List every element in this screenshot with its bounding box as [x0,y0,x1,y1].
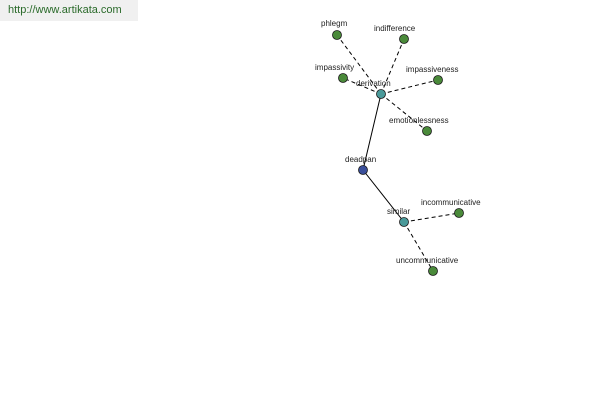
relation-node-icon[interactable] [399,217,409,227]
node-label-uncommunicative[interactable]: uncommunicative [396,256,459,265]
edge-derivation-indifference [380,38,405,95]
edge-similar-incommunicative [403,212,460,223]
graph-edges [336,34,460,272]
node-label-emotionlessness[interactable]: emotionlessness [389,116,449,125]
word-node-icon[interactable] [454,208,464,218]
node-emotionlessness[interactable]: emotionlessness [389,116,449,136]
node-impassivity[interactable]: impassivity [315,63,354,83]
word-node-icon[interactable] [399,34,409,44]
node-phlegm[interactable]: phlegm [321,19,348,40]
node-impassiveness[interactable]: impassiveness [406,65,458,85]
root-node-icon[interactable] [358,165,368,175]
site-link[interactable]: http://www.artikata.com [0,0,138,21]
node-label-phlegm[interactable]: phlegm [321,19,348,28]
node-label-impassivity[interactable]: impassivity [315,63,354,72]
edge-deadpan-derivation [362,93,382,171]
edge-derivation-impassiveness [380,79,439,95]
node-incommunicative[interactable]: incommunicative [421,198,481,218]
node-label-impassiveness[interactable]: impassiveness [406,65,458,74]
node-label-similar[interactable]: similar [387,207,410,216]
word-node-icon[interactable] [433,75,443,85]
node-label-incommunicative[interactable]: incommunicative [421,198,481,207]
node-label-derivation[interactable]: derivation [356,79,391,88]
edge-similar-uncommunicative [403,221,434,272]
node-similar[interactable]: similar [387,207,410,227]
word-node-icon[interactable] [332,30,342,40]
node-label-deadpan[interactable]: deadpan [345,155,376,164]
node-derivation[interactable]: derivation [356,79,391,99]
node-deadpan[interactable]: deadpan [345,155,376,175]
node-indifference[interactable]: indifference [374,24,416,44]
node-label-indifference[interactable]: indifference [374,24,416,33]
word-node-icon[interactable] [338,73,348,83]
word-node-icon[interactable] [428,266,438,276]
relation-node-icon[interactable] [376,89,386,99]
graph-nodes: deadpan derivation similar phlegm indifferen… [315,19,481,276]
edge-derivation-phlegm [336,34,382,95]
edge-deadpan-similar [362,169,405,223]
word-node-icon[interactable] [422,126,432,136]
edge-derivation-emotionlessness [380,93,428,132]
node-uncommunicative[interactable]: uncommunicative [396,256,459,276]
